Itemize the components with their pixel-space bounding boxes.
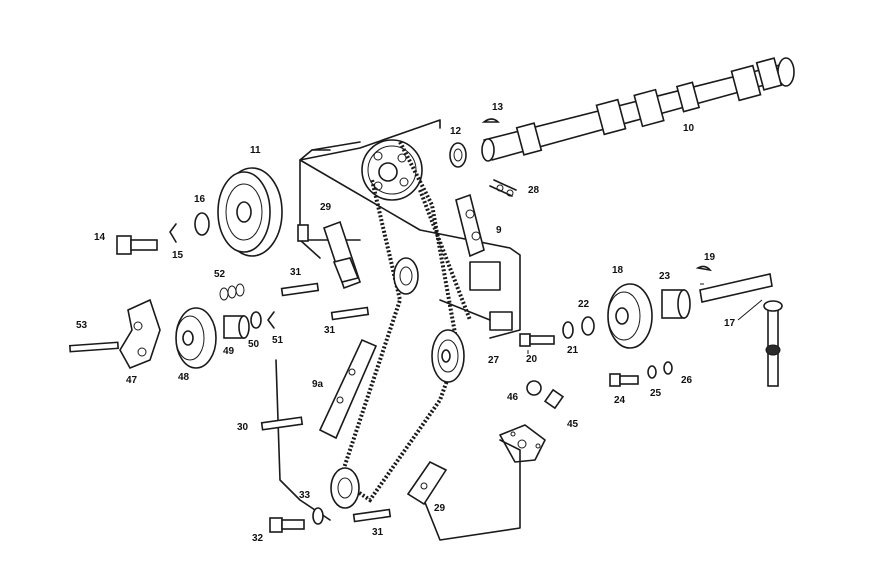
label-24: 24 <box>614 395 626 406</box>
bolt-24 <box>609 373 639 387</box>
label-23: 23 <box>659 271 671 282</box>
pin-30 <box>260 416 304 431</box>
sprocket-27 <box>431 329 465 383</box>
bolt-32 <box>269 517 305 533</box>
guide-rail-29-lower <box>406 460 448 506</box>
label-18: 18 <box>612 265 624 276</box>
housing-window <box>469 261 501 291</box>
pin-31-c <box>352 508 392 523</box>
label-31-c: 31 <box>372 527 384 538</box>
washer-22 <box>581 316 595 336</box>
circlip-51 <box>267 311 275 329</box>
label-33: 33 <box>299 490 311 501</box>
label-9a: 9a <box>312 379 324 390</box>
bushing-49 <box>223 315 250 339</box>
washer-26 <box>663 361 673 375</box>
guide-rail-9a <box>318 338 378 440</box>
washer-16 <box>194 212 210 236</box>
bolt-14 <box>116 235 158 255</box>
label-16: 16 <box>194 194 206 205</box>
leader-lines <box>527 283 763 354</box>
circlip-15 <box>169 223 177 243</box>
bushing-23 <box>661 289 691 319</box>
washer-21 <box>562 321 574 339</box>
bolt-20 <box>519 333 555 347</box>
label-9: 9 <box>496 225 502 236</box>
label-31-a: 31 <box>290 267 302 278</box>
label-46: 46 <box>507 392 519 403</box>
tensioner-9 <box>455 193 485 258</box>
label-11: 11 <box>250 145 261 156</box>
label-22: 22 <box>578 299 590 310</box>
label-29-upper: 29 <box>320 202 332 213</box>
label-49: 49 <box>223 346 235 357</box>
label-26: 26 <box>681 375 693 386</box>
cover-plate <box>499 424 546 463</box>
label-27: 27 <box>488 355 500 366</box>
clip-28 <box>489 179 517 197</box>
label-12: 12 <box>450 126 462 137</box>
label-29-lower: 29 <box>434 503 446 514</box>
label-20: 20 <box>526 354 538 365</box>
label-47: 47 <box>126 375 138 386</box>
label-15: 15 <box>172 250 184 261</box>
springs-52 <box>219 283 245 301</box>
shaft-17 <box>699 273 783 387</box>
housing-boss <box>297 224 309 242</box>
crank-sprocket <box>330 467 360 509</box>
pin-31-a <box>280 282 320 297</box>
label-30: 30 <box>237 422 249 433</box>
sprocket-18 <box>607 283 653 349</box>
key-13 <box>481 118 500 123</box>
label-21: 21 <box>567 345 579 356</box>
sprocket-11 <box>217 167 283 257</box>
pin-53 <box>68 341 120 353</box>
guide-rail-29-upper <box>322 220 362 290</box>
label-19: 19 <box>704 252 716 263</box>
label-32: 32 <box>252 533 264 544</box>
timing-chain <box>337 141 472 503</box>
upper-sprocket <box>361 139 423 201</box>
label-28: 28 <box>528 185 540 196</box>
label-53: 53 <box>76 320 88 331</box>
label-17: 17 <box>724 318 736 329</box>
label-50: 50 <box>248 339 260 350</box>
label-25: 25 <box>650 388 662 399</box>
label-51: 51 <box>272 335 284 346</box>
bracket-47 <box>119 298 161 370</box>
camshaft <box>481 57 795 162</box>
washer-33 <box>312 507 324 525</box>
label-13: 13 <box>492 102 504 113</box>
label-14: 14 <box>94 232 106 243</box>
washer-50 <box>250 311 262 329</box>
sprocket-48 <box>175 307 217 369</box>
label-48: 48 <box>178 372 190 383</box>
intermediate-sprocket <box>393 257 419 295</box>
seal-12 <box>449 142 467 168</box>
bolt-45 <box>543 388 565 410</box>
part-labels: 10 11 12 13 14 15 16 17 18 19 20 21 22 2… <box>76 102 736 544</box>
label-45: 45 <box>567 419 579 430</box>
label-31-b: 31 <box>324 325 336 336</box>
label-52: 52 <box>214 269 226 280</box>
nut-46 <box>526 380 542 396</box>
key-19 <box>695 265 712 272</box>
label-10: 10 <box>683 123 695 134</box>
washer-25 <box>647 365 657 379</box>
pin-31-b <box>330 306 370 321</box>
